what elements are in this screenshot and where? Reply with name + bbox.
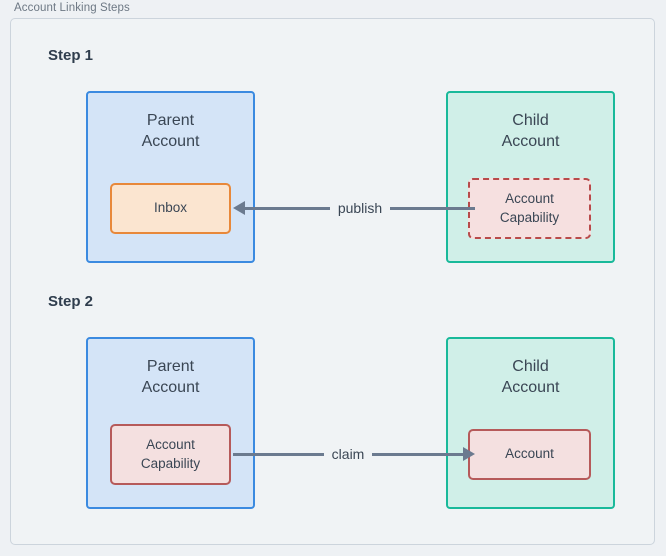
connector-line-segment bbox=[245, 206, 330, 210]
step-1-account-capability-box[interactable]: Account Capability bbox=[468, 178, 591, 239]
step-2-claim-connector: claim bbox=[233, 443, 476, 465]
step-2-account-box[interactable]: Account bbox=[468, 429, 591, 480]
diagram-title: Account Linking Steps bbox=[14, 2, 130, 14]
connector-line-segment bbox=[372, 452, 464, 456]
step-2-parent-account-title: Parent Account bbox=[141, 358, 200, 397]
step-1-heading: Step 1 bbox=[48, 47, 94, 64]
step-2-account-capability-box[interactable]: Account Capability bbox=[110, 424, 231, 485]
step-1-inbox-box[interactable]: Inbox bbox=[110, 183, 231, 234]
arrow-left-icon bbox=[233, 201, 245, 215]
step-2-child-account-title: Child Account bbox=[501, 358, 560, 397]
connector-line-segment bbox=[233, 452, 324, 456]
step-1-parent-account-title: Parent Account bbox=[141, 112, 200, 151]
arrow-right-icon bbox=[463, 447, 476, 461]
step-2-connector-label: claim bbox=[331, 446, 365, 462]
connector-line-segment bbox=[390, 206, 475, 210]
step-2-heading: Step 2 bbox=[48, 293, 94, 310]
step-1-parent-account-box[interactable]: Parent Account bbox=[86, 91, 255, 263]
step-2-child-account-box[interactable]: Child Account bbox=[446, 337, 615, 509]
step-1-connector-label: publish bbox=[337, 200, 383, 216]
step-1-publish-connector: publish bbox=[233, 197, 475, 219]
step-1-child-account-title: Child Account bbox=[501, 112, 560, 151]
